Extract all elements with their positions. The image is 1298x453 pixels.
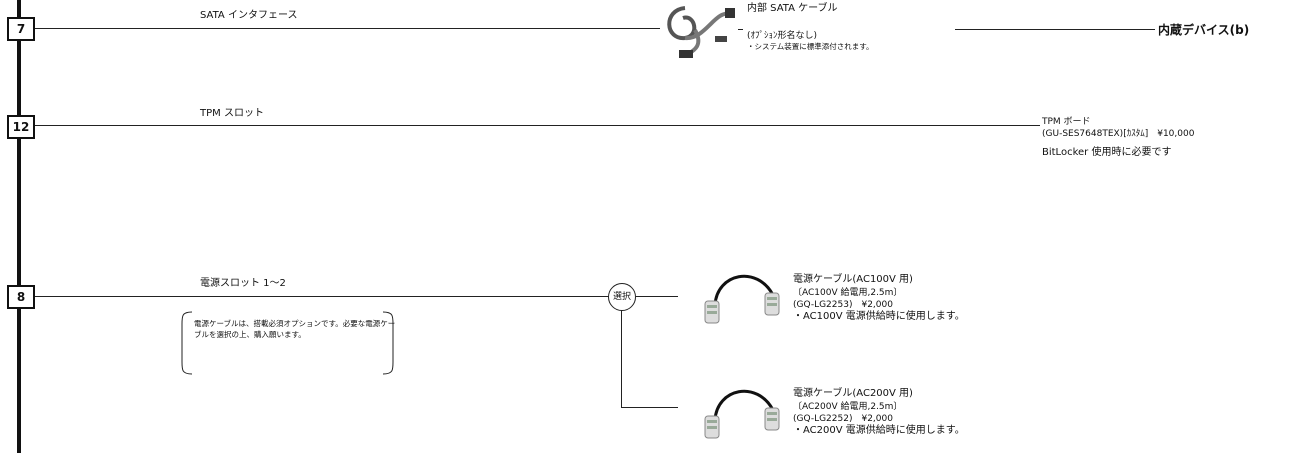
product-code-price: (GU-SES7648TEX)[ｶｽﾀﾑ] ¥10,000	[1042, 129, 1195, 139]
power-cable-icon	[704, 274, 780, 324]
option-line3: ・AC100V 電源供給時に使用します。	[793, 311, 965, 322]
product-title: 内部 SATA ケーブル	[747, 3, 838, 14]
target-line	[955, 29, 1155, 30]
product-note: BitLocker 使用時に必要です	[1042, 147, 1172, 158]
option-line2: (GQ-LG2252) ¥2,000	[793, 414, 893, 424]
slot-label: TPM スロット	[200, 108, 264, 119]
slot-label: 電源スロット 1～2	[200, 278, 286, 289]
connector-line	[35, 296, 609, 297]
branch-vertical	[621, 310, 622, 407]
option-title: 電源ケーブル(AC200V 用)	[793, 388, 913, 399]
option-line1: 〔AC100V 給電用,2.5m〕	[793, 288, 903, 298]
select-indicator: 選択	[608, 283, 636, 311]
slot-label: SATA インタフェース	[200, 10, 298, 21]
note-bracket	[181, 311, 394, 375]
branch-line-2	[621, 407, 678, 408]
option-line2: (GQ-LG2253) ¥2,000	[793, 300, 893, 310]
power-cable-icon	[704, 389, 780, 439]
main-bus-line	[17, 0, 21, 453]
target-device-label: 内蔵デバイス(b)	[1158, 23, 1250, 37]
product-option-code: (ｵﾌﾟｼｮﾝ形名なし)	[747, 31, 818, 41]
row-number-badge: 8	[7, 285, 35, 309]
option-title: 電源ケーブル(AC100V 用)	[793, 274, 913, 285]
connector-line	[35, 28, 660, 29]
product-tick	[738, 29, 743, 30]
selection-note: 電源ケーブルは、搭載必須オプションです。必要な電源ケーブルを選択の上、購入願いま…	[194, 319, 396, 339]
row-number-badge: 7	[7, 17, 35, 41]
option-line3: ・AC200V 電源供給時に使用します。	[793, 425, 965, 436]
product-title: TPM ボード	[1042, 117, 1091, 127]
sata-cable-icon	[667, 6, 735, 58]
option-line1: 〔AC200V 給電用,2.5m〕	[793, 402, 903, 412]
row-number-badge: 12	[7, 115, 35, 139]
branch-line-1	[636, 296, 678, 297]
product-note: ・システム装置に標準添付されます。	[747, 42, 874, 51]
connector-line	[35, 125, 1040, 126]
